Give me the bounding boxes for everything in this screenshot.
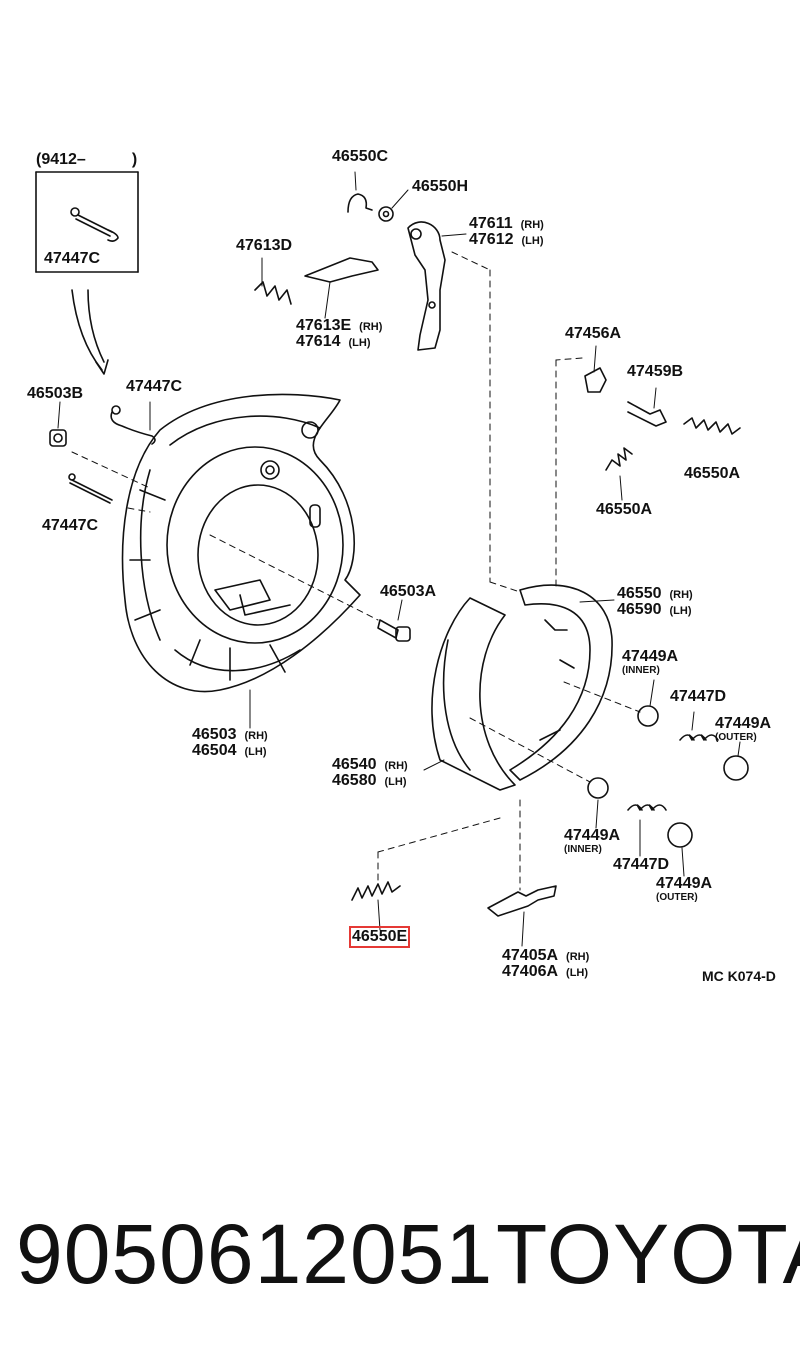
tag-lh: (LH) — [244, 746, 267, 758]
part-label-47406a[interactable]: 47406A — [502, 963, 559, 980]
part-label-47613d[interactable]: 47613D — [236, 237, 293, 254]
bolt-46503a — [377, 619, 411, 642]
clip-46550c — [347, 193, 373, 213]
part-label-47614[interactable]: 47614 — [296, 333, 341, 350]
part-label-inset-47447c[interactable]: 47447C — [44, 250, 101, 267]
part-label-47447c-top[interactable]: 47447C — [126, 378, 183, 395]
brake-shoe-lining — [431, 597, 516, 791]
part-label-46550h[interactable]: 46550H — [412, 178, 469, 195]
tag-rh: (RH) — [244, 730, 268, 742]
tag-outer: (OUTER) — [656, 892, 698, 903]
brand-name: TOYOTA — [496, 1207, 800, 1301]
part-label-47612[interactable]: 47612 — [469, 231, 514, 248]
cup-outer-bottom — [667, 822, 693, 848]
tag-rh: (RH) — [359, 321, 383, 333]
part-label-46503b[interactable]: 46503B — [27, 385, 84, 402]
parking-brake-lever — [407, 221, 446, 351]
inset-date-end: ) — [131, 151, 138, 168]
part-label-46540[interactable]: 46540 — [332, 756, 377, 773]
part-label-46503-46504: 46503 (RH) 46504 (LH) — [192, 727, 268, 759]
tag-rh: (RH) — [566, 951, 590, 963]
part-label-47449a-outer-bottom: 47449A (OUTER) — [656, 876, 712, 904]
inset-date-range: (9412–) — [36, 152, 137, 168]
brake-assembly-diagram — [35, 171, 749, 947]
part-label-46550a-lower[interactable]: 46550A — [596, 501, 653, 518]
part-label-47449a[interactable]: 47449A — [715, 715, 772, 732]
strut-47613e — [304, 257, 379, 283]
plate-47456a — [584, 367, 607, 393]
brake-shoe-web — [509, 584, 613, 781]
part-label-46503[interactable]: 46503 — [192, 726, 237, 743]
tag-outer: (OUTER) — [715, 732, 757, 743]
diagram-code: MC K074-D — [702, 968, 776, 984]
part-label-47447d-top[interactable]: 47447D — [670, 688, 727, 705]
part-label-47447d-bottom[interactable]: 47447D — [613, 856, 670, 873]
part-label-46540-46580: 46540 (RH) 46580 (LH) — [332, 757, 408, 789]
tag-rh: (RH) — [669, 589, 693, 601]
part-label-47449a-inner-bottom: 47449A (INNER) — [564, 828, 620, 856]
tag-inner: (INNER) — [564, 844, 602, 855]
part-label-47447c-bottom[interactable]: 47447C — [42, 517, 99, 534]
adjuster-47459b — [627, 401, 667, 427]
spring-47447d-top — [679, 734, 719, 741]
backing-plate — [121, 393, 361, 693]
spring-46550a-right — [683, 417, 741, 435]
part-label-46590[interactable]: 46590 — [617, 601, 662, 618]
part-label-47449a[interactable]: 47449A — [656, 875, 713, 892]
part-label-46550[interactable]: 46550 — [617, 585, 662, 602]
inset-box — [35, 171, 139, 375]
tag-lh: (LH) — [348, 337, 371, 349]
part-label-46550a-right[interactable]: 46550A — [684, 465, 741, 482]
part-label-46503a[interactable]: 46503A — [380, 583, 437, 600]
washer-46550h — [378, 206, 394, 222]
part-label-47611-47612: 47611 (RH) 47612 (LH) — [469, 216, 544, 248]
part-label-46504[interactable]: 46504 — [192, 742, 237, 759]
spring-46550a-lower — [605, 447, 633, 471]
tag-rh: (RH) — [384, 760, 408, 772]
pin-47405a — [487, 885, 557, 917]
part-label-47613e[interactable]: 47613E — [296, 317, 352, 334]
cup-outer-top — [723, 755, 749, 781]
nut-46503b — [49, 429, 67, 447]
part-label-47405a-47406a: 47405A (RH) 47406A (LH) — [502, 948, 589, 980]
hold-down-pin-left — [68, 405, 156, 504]
part-number: 9050612051 — [16, 1207, 494, 1301]
part-label-46550e-highlighted[interactable]: 46550E — [348, 926, 411, 948]
part-label-46550-46590: 46550 (RH) 46590 (LH) — [617, 586, 693, 618]
inset-date-start: (9412– — [36, 151, 86, 168]
tag-lh: (LH) — [384, 776, 407, 788]
tag-lh: (LH) — [521, 235, 544, 247]
tag-lh: (LH) — [669, 605, 692, 617]
cup-inner-top — [637, 705, 659, 727]
spring-46550e — [351, 881, 401, 901]
part-label-47449a[interactable]: 47449A — [564, 827, 621, 844]
part-label-47449a-inner-top: 47449A (INNER) — [622, 649, 678, 677]
part-label-47449a-outer-top: 47449A (OUTER) — [715, 716, 771, 744]
cup-inner-bottom — [587, 777, 609, 799]
tag-inner: (INNER) — [622, 665, 660, 676]
spring-47447d-bottom — [627, 804, 667, 811]
spring-47613d — [254, 281, 292, 305]
tag-rh: (RH) — [520, 219, 544, 231]
part-label-47459b[interactable]: 47459B — [627, 363, 684, 380]
tag-lh: (LH) — [566, 967, 589, 979]
part-label-46550c[interactable]: 46550C — [332, 148, 389, 165]
part-label-46580[interactable]: 46580 — [332, 772, 377, 789]
part-label-47613e-47614: 47613E (RH) 47614 (LH) — [296, 318, 382, 350]
part-label-47449a[interactable]: 47449A — [622, 648, 679, 665]
part-label-47405a[interactable]: 47405A — [502, 947, 559, 964]
part-label-47611[interactable]: 47611 — [469, 215, 513, 232]
part-label-47456a[interactable]: 47456A — [565, 325, 622, 342]
